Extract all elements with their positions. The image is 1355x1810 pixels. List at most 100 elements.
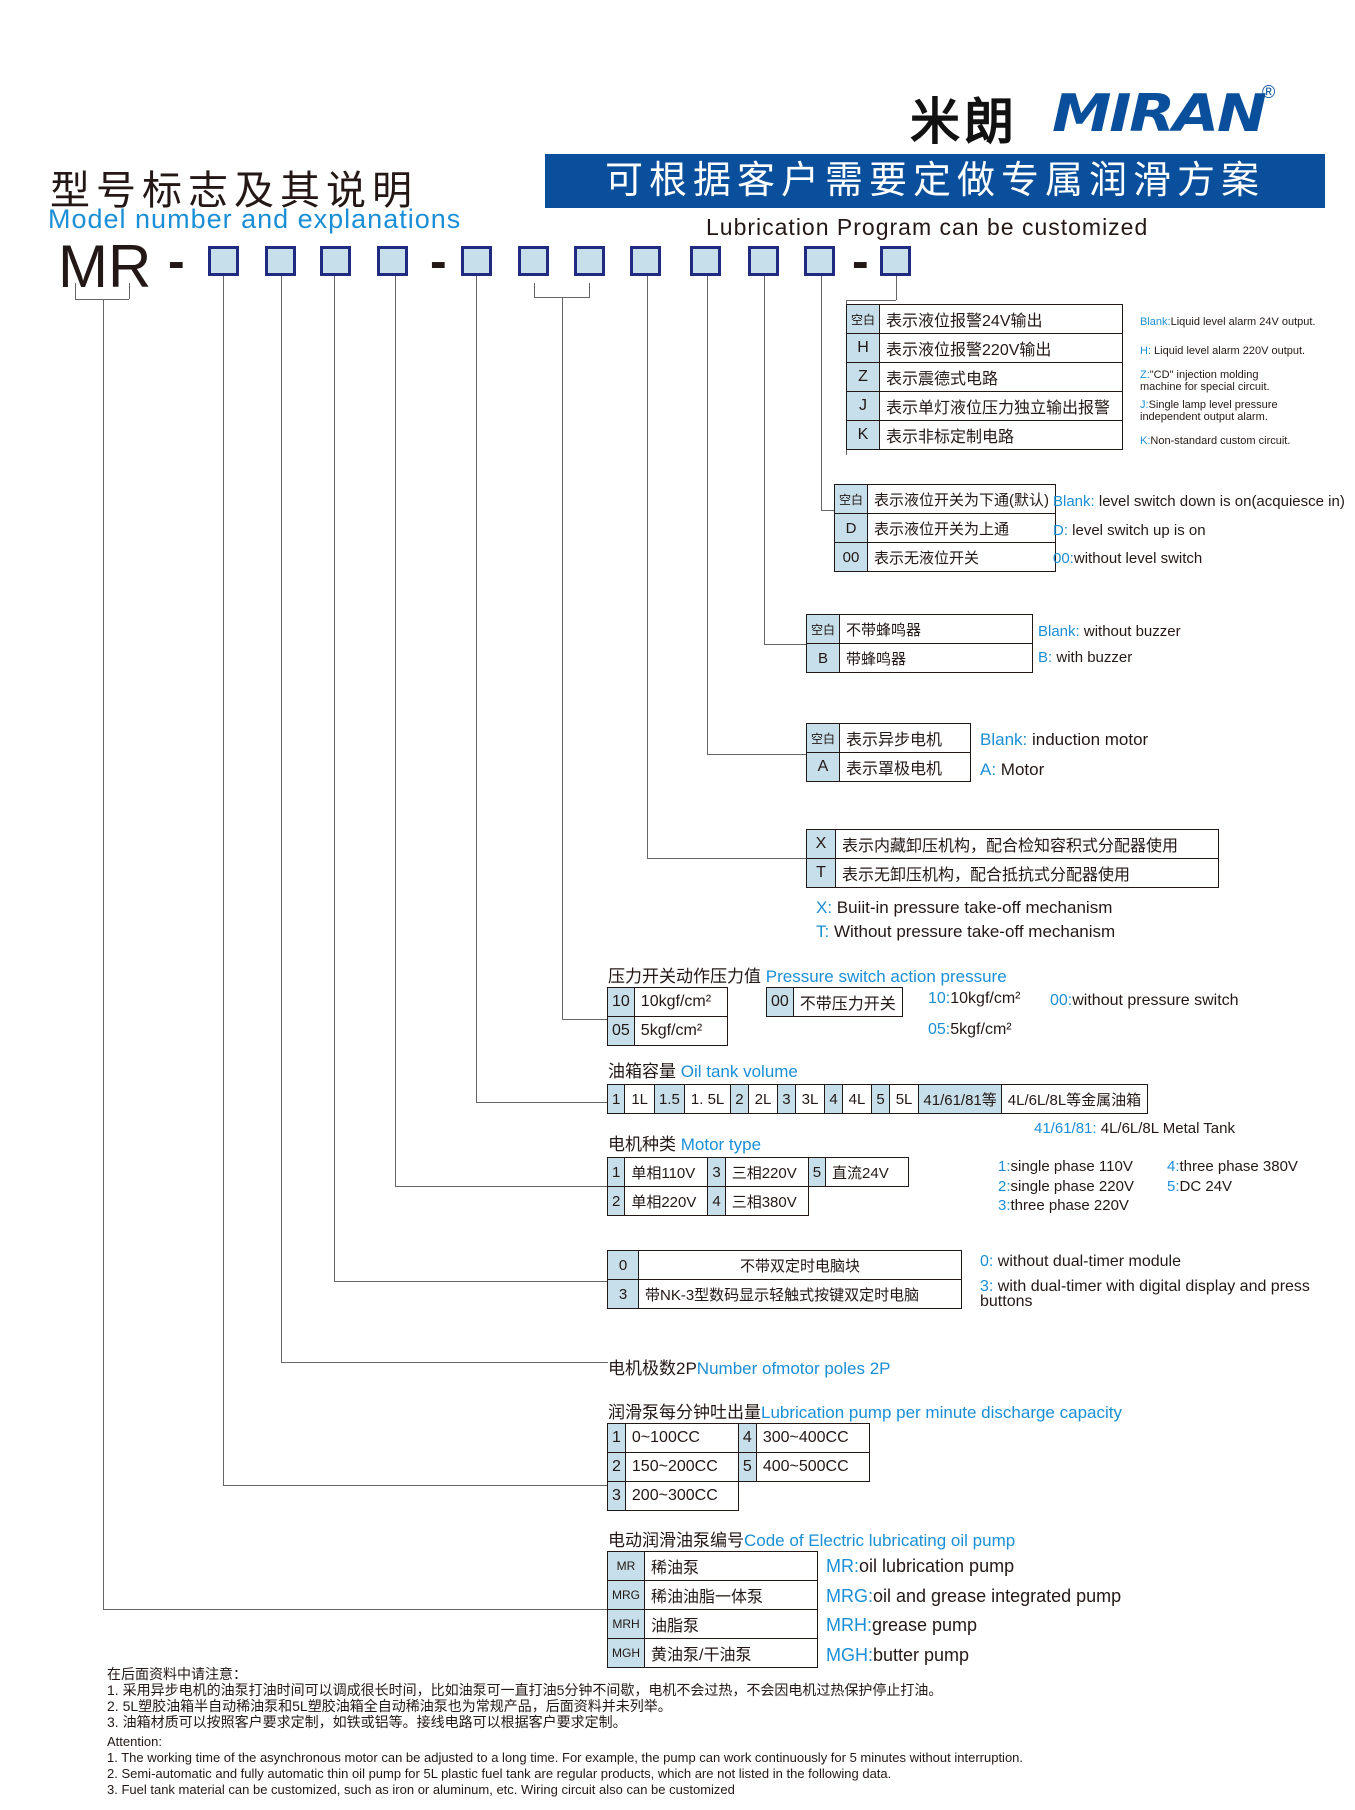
option-key: B xyxy=(805,643,841,673)
option-key: 空白 xyxy=(805,614,841,644)
code-box-timer xyxy=(320,246,351,276)
option-desc: 单相220V xyxy=(624,1186,709,1216)
option-desc: 1. 5L xyxy=(683,1084,732,1114)
code-box-poles xyxy=(265,246,296,276)
code-box-motor-kind xyxy=(690,246,721,276)
option-key: 5 xyxy=(871,1084,890,1114)
option-desc: 不带蜂鸣器 xyxy=(839,614,1034,644)
option-desc: 5L xyxy=(888,1084,920,1114)
code-box-tank xyxy=(461,246,492,276)
option-desc: 油脂泵 xyxy=(644,1609,818,1639)
pressure-desc: 05:5kgf/cm² xyxy=(928,1021,1012,1038)
empty-cell xyxy=(756,1482,869,1511)
pressure-desc: 00:without pressure switch xyxy=(1050,992,1239,1009)
option-desc: 200~300CC xyxy=(624,1481,739,1511)
option-key: 1.5 xyxy=(654,1084,685,1114)
table-row: 空白不带蜂鸣器 xyxy=(805,614,1034,644)
dash: - xyxy=(430,233,447,289)
option-desc: 三相220V xyxy=(724,1157,809,1187)
option-key: 00 xyxy=(766,987,794,1017)
option-key: 空白 xyxy=(845,304,881,334)
option-desc: 表示液位报警24V输出 xyxy=(879,304,1124,334)
timer-desc: 0: without dual-timer module xyxy=(980,1253,1181,1270)
option-desc: 2L xyxy=(747,1084,779,1114)
discharge-label: 润滑泵每分钟吐出量Lubrication pump per minute dis… xyxy=(608,1403,1122,1422)
option-desc: 表示异步电机 xyxy=(839,723,972,753)
code-box-pressure-2 xyxy=(574,246,605,276)
registered-mark: ® xyxy=(1262,82,1276,102)
pump-code-desc: MGH:butter pump xyxy=(826,1645,970,1665)
level-switch-desc: D: level switch up is on xyxy=(1053,522,1206,539)
option-key: 4 xyxy=(824,1084,843,1114)
motor-type-desc: 3:three phase 220V xyxy=(998,1197,1129,1214)
option-desc: 表示液位开关为上通 xyxy=(867,513,1057,543)
option-desc: 表示液位报警220V输出 xyxy=(879,333,1124,363)
option-desc: 300~400CC xyxy=(755,1423,870,1453)
pressure-desc: 10:10kgf/cm² xyxy=(928,990,1021,1007)
option-desc: 不带双定时电脑块 xyxy=(638,1250,962,1280)
option-desc: 三相380V xyxy=(724,1186,809,1216)
page-title-cn: 型号标志及其说明 xyxy=(50,168,418,214)
code-box-circuit xyxy=(880,246,911,276)
option-desc: 150~200CC xyxy=(624,1452,739,1482)
timer-desc: 3: with dual-timer with digital display … xyxy=(980,1278,1310,1310)
table-row: 空白表示液位报警24V输出 xyxy=(845,304,1124,334)
option-key: T xyxy=(806,858,836,888)
option-key: 1 xyxy=(607,1423,626,1453)
option-desc: 表示震德式电路 xyxy=(879,362,1124,392)
option-key: 2 xyxy=(730,1084,749,1114)
note-item: 1. 采用异步电机的油泵打油时间可以调成很长时间，比如油泵可一直打油5分钟不间歇… xyxy=(107,1682,943,1698)
pump-code-label: 电动润滑油泵编号Code of Electric lubricating oil… xyxy=(608,1531,1016,1550)
option-key: MRG xyxy=(607,1580,645,1610)
option-desc: 3L xyxy=(794,1084,826,1114)
option-key: 1 xyxy=(606,1084,626,1114)
unloading-desc: X: Buiit-in pressure take-off mechanism xyxy=(816,898,1113,917)
option-desc: 表示罩极电机 xyxy=(839,752,972,782)
option-key: 1 xyxy=(606,1157,626,1187)
option-key: 4 xyxy=(737,1423,757,1453)
option-key: 3 xyxy=(707,1157,726,1187)
tank-note: 41/61/81: 4L/6L/8L Metal Tank xyxy=(1034,1120,1235,1137)
option-key: 3 xyxy=(607,1279,639,1309)
notes-title-en: Attention: xyxy=(107,1734,162,1749)
notes-title-cn: 在后面资料中请注意： xyxy=(107,1666,247,1682)
option-desc: 表示非标定制电路 xyxy=(879,420,1124,450)
poles-label: 电机极数2PNumber ofmotor poles 2P xyxy=(608,1359,891,1378)
code-box-unloading xyxy=(630,246,661,276)
brand-name-cn: 米朗 xyxy=(910,92,1018,151)
code-box-buzzer xyxy=(748,246,779,276)
option-desc: 直流24V xyxy=(825,1157,910,1187)
option-key: 00 xyxy=(833,542,869,572)
option-key: X xyxy=(806,829,836,859)
unloading-desc: T: Without pressure take-off mechanism xyxy=(816,922,1116,941)
option-key: 2 xyxy=(607,1452,626,1482)
dash: - xyxy=(852,233,869,289)
option-key: MRH xyxy=(607,1609,645,1639)
empty-cell xyxy=(808,1187,825,1216)
option-desc: 不带压力开关 xyxy=(792,987,903,1017)
motor-type-label: 电机种类 Motor type xyxy=(608,1135,762,1154)
option-desc: 表示单灯液位压力独立输出报警 xyxy=(879,391,1124,421)
option-key: 3 xyxy=(777,1084,796,1114)
option-desc: 表示无液位开关 xyxy=(867,542,1057,572)
